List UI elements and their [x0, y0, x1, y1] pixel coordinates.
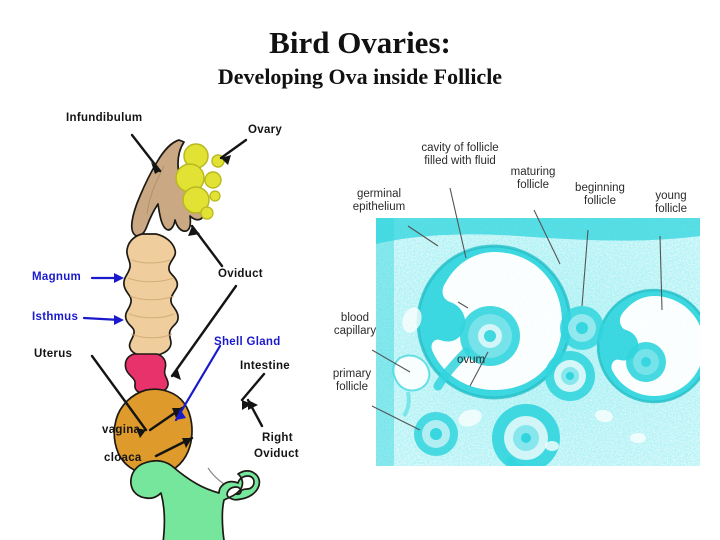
- arrow-intestine: [240, 372, 266, 402]
- label-isthmus: Isthmus: [32, 311, 79, 323]
- arrowhead: [136, 428, 146, 438]
- label-maturing-line2: follicle: [517, 178, 549, 191]
- leader-maturing-follicle: [533, 209, 561, 265]
- bird-reproductive-tract-diagram: Infundibulum Ovary Magnum Oviduct Isthmu…: [14, 108, 344, 540]
- cloaca-vagina-intestine-shape: [130, 460, 261, 540]
- arrowhead: [221, 155, 231, 165]
- micrograph-svg: [371, 187, 700, 466]
- label-oviduct: Oviduct: [218, 268, 263, 280]
- label-blood-line1: blood: [340, 312, 370, 324]
- arrow-infundibulum: [130, 133, 162, 173]
- arrowhead: [114, 315, 124, 325]
- label-beginning-line2: follicle: [584, 194, 616, 207]
- label-right-oviduct-line2: Oviduct: [254, 448, 299, 460]
- ovary-histology-micrograph: cavity of follicle filled with fluid ger…: [333, 140, 716, 480]
- label-primary-line2: follicle: [336, 380, 368, 393]
- arrowhead: [242, 400, 252, 410]
- label-cavity-line1: cavity of follicle: [421, 142, 499, 154]
- label-young-line2: follicle: [655, 202, 687, 215]
- label-beginning-follicle: beginning follicle: [560, 182, 640, 208]
- label-beginning-line1: beginning: [575, 182, 625, 194]
- label-blood-capillary: blood capillary: [324, 312, 386, 338]
- label-magnum: Magnum: [32, 271, 82, 283]
- anatomy-svg: [82, 133, 266, 540]
- label-uterus: Uterus: [34, 348, 73, 360]
- label-germinal-epithelium: germinal epithelium: [336, 188, 422, 214]
- label-cavity-line2: filled with fluid: [424, 154, 496, 167]
- label-right-oviduct-line1: Right: [262, 432, 293, 444]
- arrowhead: [176, 409, 186, 420]
- leader-germinal-epithelium: [407, 225, 439, 247]
- arrowhead: [151, 162, 160, 174]
- label-young-follicle: young follicle: [638, 190, 704, 216]
- isthmus-shape: [124, 353, 169, 395]
- leader-blood-capillary: [371, 349, 411, 373]
- magnum-fold-lines: [127, 259, 175, 339]
- leader-beginning-follicle: [581, 229, 589, 307]
- arrow-oviduct-lower: [170, 284, 238, 378]
- arrowhead: [182, 438, 192, 448]
- page-subtitle: Developing Ova inside Follicle: [217, 63, 503, 89]
- leader-young-follicle: [659, 235, 663, 311]
- label-primary-follicle: primary follicle: [320, 368, 384, 394]
- label-ovum: ovum: [456, 354, 486, 366]
- micrograph-plate: [376, 218, 700, 466]
- arrow-uterus: [90, 354, 148, 432]
- page-title: Bird Ovaries:: [269, 25, 451, 60]
- label-germinal-line2: epithelium: [352, 200, 406, 213]
- label-vagina: vagina: [102, 424, 141, 436]
- label-cloaca: cloaca: [104, 452, 142, 464]
- title-block: Bird Ovaries: Developing Ova inside Foll…: [0, 25, 720, 90]
- leader-cavity-of-follicle: [449, 187, 467, 259]
- label-maturing-line1: maturing: [510, 166, 556, 178]
- label-infundibulum: Infundibulum: [66, 112, 143, 124]
- arrow-shell-gland: [174, 344, 222, 422]
- ovum-follicle: [204, 171, 222, 189]
- ovum-follicle: [200, 206, 214, 220]
- infundibulum-inner-fold: [146, 165, 165, 215]
- ovum-follicle: [182, 186, 210, 214]
- leader-arrowheads-blue: [114, 273, 186, 420]
- label-primary-line1: primary: [332, 368, 372, 380]
- ovum-follicle: [209, 190, 221, 202]
- arrowhead: [248, 400, 258, 410]
- micrograph-leader-lines: [371, 187, 663, 431]
- label-cavity-of-follicle: cavity of follicle filled with fluid: [400, 142, 520, 168]
- arrowhead: [172, 367, 181, 380]
- arrowhead: [188, 226, 200, 236]
- label-blood-line2: capillary: [333, 324, 377, 337]
- label-maturing-follicle: maturing follicle: [496, 166, 570, 192]
- label-intestine: Intestine: [240, 360, 290, 372]
- label-young-line1: young: [655, 190, 687, 202]
- label-germinal-line1: germinal: [356, 188, 402, 200]
- label-shell-gland: Shell Gland: [214, 336, 281, 348]
- leader-ovum-2: [469, 351, 489, 387]
- label-ovary: Ovary: [248, 124, 283, 136]
- arrow-ovary: [219, 138, 248, 160]
- right-oviduct-loop: [207, 467, 225, 485]
- leader-primary-follicle: [371, 405, 421, 431]
- leader-ovum: [457, 301, 469, 309]
- arrowhead: [114, 273, 124, 283]
